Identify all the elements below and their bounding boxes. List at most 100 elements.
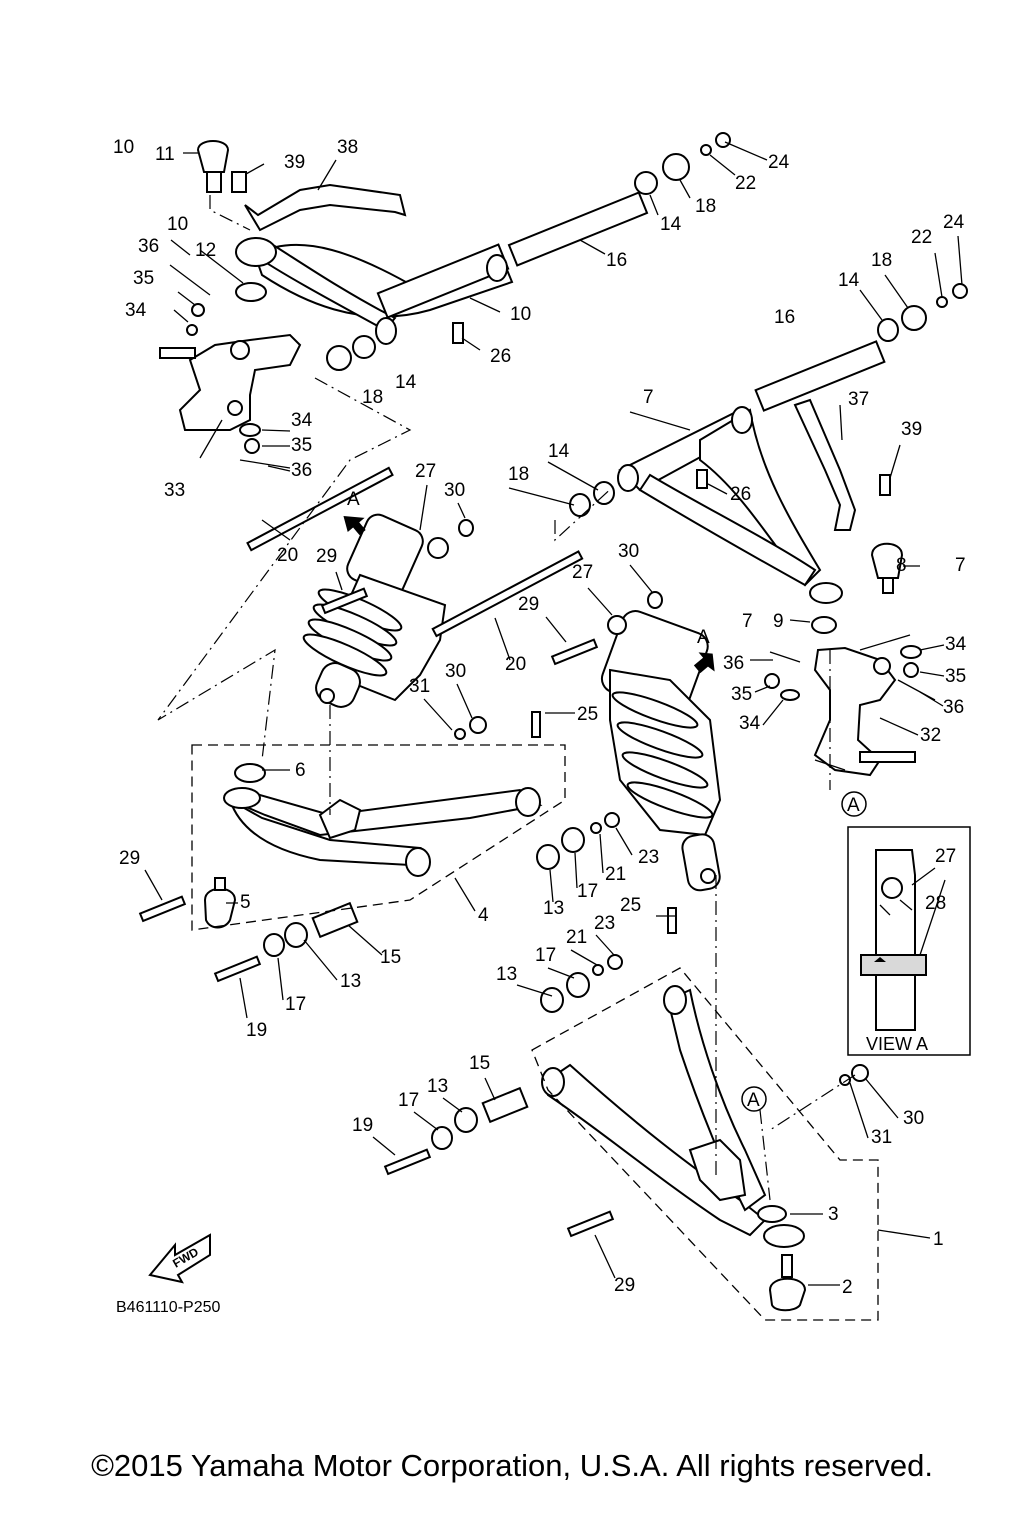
- washer-21-right-a: [592, 964, 604, 976]
- callout-35c: 35: [945, 666, 966, 687]
- callout-10b: 10: [167, 214, 188, 235]
- circle-a-upper: A: [847, 795, 860, 816]
- copyright-notice: ©2015 Yamaha Motor Corporation, U.S.A. A…: [91, 1448, 933, 1483]
- callout-14c: 14: [838, 270, 860, 291]
- callout-6: 6: [295, 760, 306, 781]
- callout-11: 11: [155, 144, 175, 165]
- callout-20b: 20: [505, 654, 526, 675]
- washer-21-left-a: [590, 822, 602, 834]
- bolt-20-right: [431, 550, 584, 638]
- bolt-29-lower-right: [566, 1210, 615, 1238]
- callout-31a: 31: [409, 676, 430, 697]
- callout-21b: 21: [566, 927, 587, 948]
- callout-30d: 30: [903, 1108, 924, 1129]
- callout-24a: 24: [768, 152, 790, 173]
- callout-20a: 20: [277, 545, 298, 566]
- callout-7c: 7: [742, 611, 753, 632]
- callout-10: 10: [113, 137, 134, 158]
- washer-34-upper-left: [186, 324, 198, 336]
- bushing-14-right-lower: [593, 481, 615, 505]
- callout-25a: 25: [577, 704, 598, 725]
- callout-13c: 13: [496, 964, 517, 985]
- callout-8: 8: [896, 555, 907, 576]
- nut-30-lower-left: [469, 716, 487, 734]
- washer-34-right-lower: [780, 689, 800, 701]
- callout-18a: 18: [362, 387, 383, 408]
- callout-29d: 29: [614, 1275, 635, 1296]
- callout-35d: 35: [731, 684, 752, 705]
- callout-26a: 26: [490, 346, 511, 367]
- callout-13d: 13: [427, 1076, 448, 1097]
- cotter-pin-36-lower-left: [239, 459, 291, 469]
- callout-2: 2: [842, 1277, 853, 1298]
- callout-25b: 25: [620, 895, 641, 916]
- washer-22-right: [936, 296, 948, 308]
- bolt-29-lower-left: [138, 895, 187, 923]
- callout-3: 3: [828, 1204, 839, 1225]
- washer-31-lower-right: [839, 1074, 851, 1086]
- callout-17d: 17: [398, 1090, 419, 1111]
- nut-35-right-upper: [903, 662, 919, 678]
- nut-35-upper-left: [191, 303, 205, 317]
- callout-34d: 34: [739, 713, 761, 734]
- callout-34c: 34: [945, 634, 967, 655]
- callout-38: 38: [337, 137, 358, 158]
- nut-30-right-shock: [647, 591, 663, 609]
- seal-17-left-a: [561, 827, 585, 853]
- seal-17-left-b: [263, 933, 285, 957]
- circlip-6: [234, 763, 266, 783]
- bushing-13-left-b: [284, 922, 308, 948]
- fwd-arrow-icon: [148, 1233, 211, 1284]
- callout-29b: 29: [518, 594, 539, 615]
- callout-7b: 7: [955, 555, 966, 576]
- callout-31b: 31: [871, 1127, 892, 1148]
- callout-30c: 30: [445, 661, 466, 682]
- callout-19a: 19: [246, 1020, 267, 1041]
- ball-joint-5: [203, 877, 237, 929]
- callout-16b: 16: [774, 307, 795, 328]
- bolt-39-right: [879, 474, 891, 496]
- view-a-inset: [847, 826, 971, 1056]
- callout-15b: 15: [469, 1053, 490, 1074]
- callout-18b: 18: [695, 196, 716, 217]
- callout-4: 4: [478, 905, 489, 926]
- ball-joint-8: [870, 542, 904, 594]
- callout-35a: 35: [133, 268, 154, 289]
- nut-30-lower-right: [851, 1064, 869, 1082]
- ball-joint-2: [768, 1254, 807, 1312]
- callout-14a: 14: [395, 372, 417, 393]
- diagram-code: B461110-P250: [116, 1299, 220, 1316]
- callout-34b: 34: [291, 410, 313, 431]
- callout-39b: 39: [901, 419, 922, 440]
- circle-a-lower: A: [747, 1090, 760, 1111]
- callout-10c: 10: [510, 304, 531, 325]
- callout-27c: 27: [935, 846, 956, 867]
- callout-15a: 15: [380, 947, 401, 968]
- callout-27b: 27: [572, 562, 593, 583]
- view-arrow-left: [343, 516, 366, 536]
- callout-36d: 36: [943, 697, 964, 718]
- bolt-39: [231, 171, 247, 193]
- cotter-pin-36-upper-left: [169, 264, 211, 296]
- callout-30b: 30: [618, 541, 639, 562]
- callout-32: 32: [920, 725, 941, 746]
- view-letter-left: A: [347, 489, 360, 510]
- circlip-9: [811, 616, 837, 634]
- callout-30a: 30: [444, 480, 465, 501]
- callout-1: 1: [933, 1229, 944, 1250]
- callout-23b: 23: [594, 913, 615, 934]
- callout-18c: 18: [871, 250, 892, 271]
- callout-14b: 14: [660, 214, 682, 235]
- callout-23a: 23: [638, 847, 659, 868]
- view-a-caption: VIEW A: [866, 1034, 928, 1054]
- circle-a-markers: A A: [741, 791, 867, 1112]
- seal-18-right-upper: [901, 305, 927, 331]
- bolt-20-left: [246, 466, 394, 552]
- nut-23-right-a: [607, 954, 623, 970]
- callout-17c: 17: [535, 945, 556, 966]
- grease-nipple-25-right: [667, 907, 677, 934]
- callout-28: 28: [925, 893, 946, 914]
- bolt-19-right: [383, 1148, 432, 1176]
- callout-36b: 36: [291, 460, 312, 481]
